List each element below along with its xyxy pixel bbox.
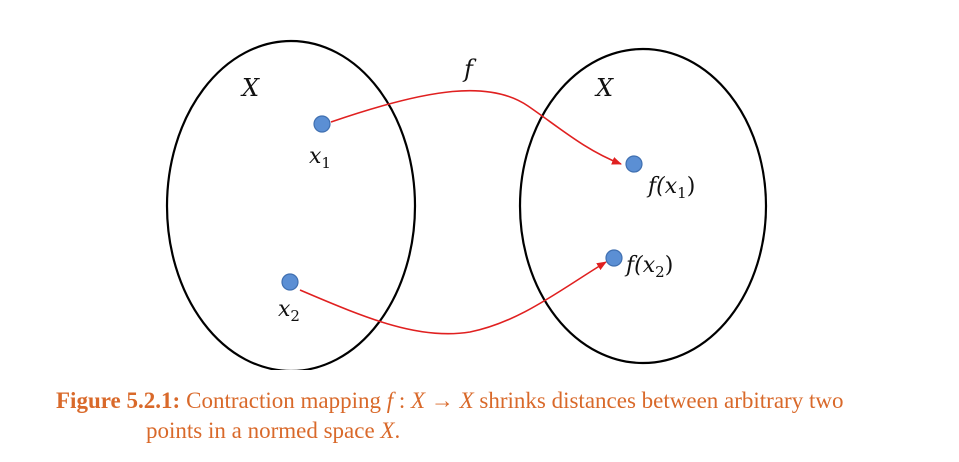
caption-label: Figure 5.2.1:	[56, 388, 181, 413]
map-label-f: f	[462, 55, 477, 83]
caption-text-part1: Contraction mapping	[186, 388, 387, 413]
label-x1: x1	[309, 144, 331, 172]
caption-math-x2: X	[459, 388, 474, 413]
caption-line-1: Figure 5.2.1: Contraction mapping f : X …	[56, 386, 946, 416]
left-set-label: X	[240, 74, 260, 102]
caption-line-2: points in a normed space X.	[56, 416, 946, 446]
point-x2	[281, 273, 299, 291]
right-set-ellipse	[518, 47, 768, 365]
caption-line2-end: .	[394, 418, 401, 443]
left-set-ellipse	[165, 39, 417, 370]
label-x2: x2	[278, 297, 300, 325]
caption-math-colon: :	[393, 388, 412, 413]
caption-math-x1: X	[411, 388, 426, 413]
caption-text-part2: shrinks distances between arbitrary two	[473, 388, 844, 413]
figure-caption: Figure 5.2.1: Contraction mapping f : X …	[56, 386, 946, 446]
point-fx1	[625, 155, 643, 173]
label-fx1: f(x1)	[646, 174, 695, 202]
caption-line2-text: points in a normed space	[146, 418, 381, 443]
label-fx2: f(x2)	[624, 253, 673, 281]
caption-math-arrow: →	[425, 388, 460, 413]
point-fx2	[605, 249, 623, 267]
arrow-x2-to-fx2	[299, 261, 607, 335]
caption-math-f: f	[386, 388, 394, 413]
point-x1	[313, 115, 331, 133]
right-set-label: X	[594, 74, 614, 102]
contraction-mapping-diagram: X X f x1 x2 f(x1) f(x2)	[165, 39, 768, 370]
caption-line2-math: X	[380, 418, 395, 443]
caption-text: Contraction mapping f : X → X shrinks di…	[186, 386, 843, 416]
arrow-x1-to-fx1	[330, 89, 622, 165]
